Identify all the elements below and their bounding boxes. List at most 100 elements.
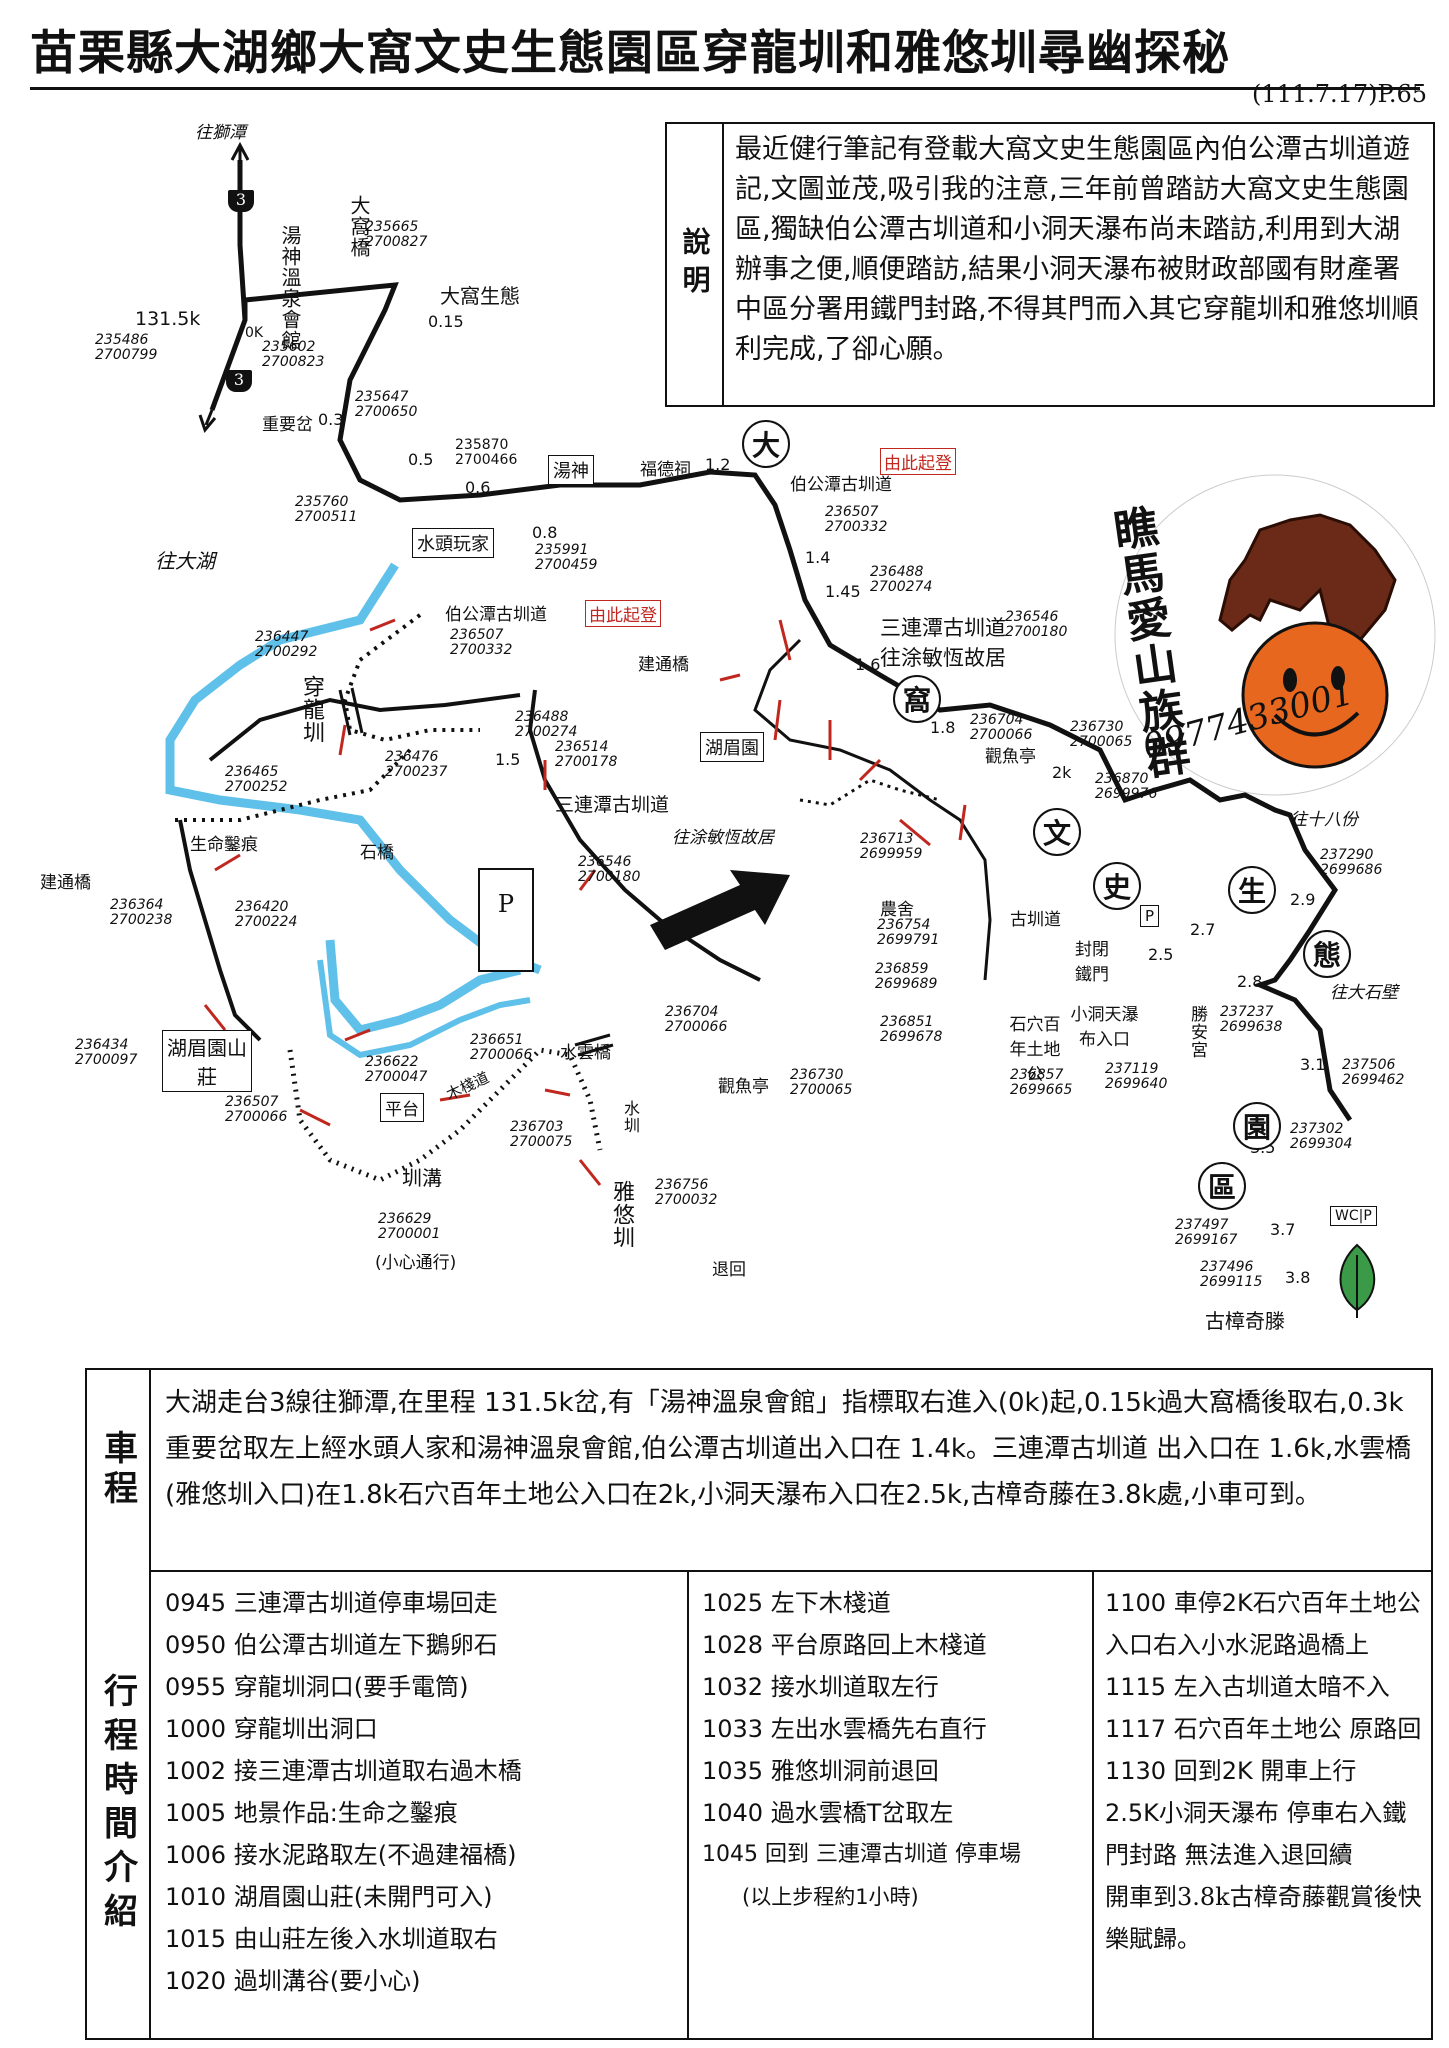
km-1-2: 1.2 bbox=[705, 455, 731, 474]
circle-char-wo: 窩 bbox=[893, 675, 941, 723]
schedule-label: 行程時間介紹 bbox=[87, 1570, 151, 2040]
inset-road-upper bbox=[208, 693, 521, 762]
schedule-column-2: 1025 左下木棧道 1028 平台原路回上木棧道 1032 接水圳道取左行 1… bbox=[702, 1582, 1092, 1918]
km-1-8: 1.8 bbox=[930, 718, 956, 737]
club-logo bbox=[1114, 474, 1436, 796]
circle-char-tai: 態 bbox=[1303, 930, 1351, 978]
km-1-6: 1.6 bbox=[855, 655, 881, 674]
label-start-climb-1: 由此起登 bbox=[880, 448, 956, 475]
inset-coord-9: 236420 2700224 bbox=[235, 899, 298, 930]
circle-char-qu: 區 bbox=[1198, 1162, 1246, 1210]
schedule-item: 1045 回到 三連潭古圳道 停車場 bbox=[702, 1842, 1021, 1867]
circle-char-yuan: 園 bbox=[1233, 1102, 1281, 1150]
circle-char-da: 大 bbox=[742, 420, 790, 468]
km-0: 0K bbox=[245, 325, 264, 341]
coord-trail-1: 236859 2699689 bbox=[875, 961, 938, 992]
schedule-item: 1015 由山莊左後入水圳道取右 bbox=[165, 1925, 498, 1953]
inset-coord-1: 236447 2700292 bbox=[255, 629, 318, 660]
label-fish-pavilion-top: 觀魚亭 bbox=[985, 747, 1036, 767]
coord-tangshen: 235870 2700466 bbox=[455, 437, 518, 468]
schedule-item: 1040 過水雲橋T岔取左 bbox=[702, 1799, 954, 1827]
km-2-5: 2.5 bbox=[1148, 945, 1174, 964]
coord-3-8: 237496 2699115 bbox=[1200, 1259, 1263, 1290]
label-important-fork: 重要岔 bbox=[262, 415, 313, 435]
label-old-camphor-vine: 古樟奇滕 bbox=[1205, 1309, 1285, 1333]
inset-jiantong-bridge-2: 建通橋 bbox=[638, 655, 689, 675]
inset-coord-18: 236629 2700001 bbox=[378, 1211, 441, 1242]
inset-coord-5: 236465 2700252 bbox=[225, 764, 288, 795]
label-shengan-temple: 勝安宮 bbox=[1187, 1005, 1207, 1059]
km-2k: 2k bbox=[1052, 763, 1072, 782]
label-dawo-ecology: 大窩生態 bbox=[440, 284, 520, 308]
inset-chuanlong-canal: 穿龍圳 bbox=[299, 675, 324, 744]
inset-platform: 平台 bbox=[380, 1093, 424, 1122]
inset-shuiyun-bridge: 水雲橋 bbox=[560, 1043, 611, 1063]
inset-coord-17: 236756 2700032 bbox=[655, 1177, 718, 1208]
schedule-item: 1130 回到2K 開車上行 bbox=[1105, 1757, 1357, 1785]
coord-stone-god: 236857 2699665 bbox=[1010, 1067, 1073, 1098]
schedule-item: 1032 接水圳道取左行 bbox=[702, 1673, 939, 1701]
inset-start-climb: 由此起登 bbox=[585, 600, 661, 627]
schedule-item: 1035 雅悠圳洞前退回 bbox=[702, 1757, 939, 1785]
right-inset-trail bbox=[753, 638, 992, 981]
inset-sanliantan-trail: 三連潭古圳道 bbox=[555, 794, 670, 816]
inset-yayou-canal: 雅悠圳 bbox=[609, 1180, 634, 1249]
coord-3-1: 237506 2699462 bbox=[1342, 1057, 1405, 1088]
smiley-face-icon bbox=[1241, 621, 1389, 769]
inset-bogongtan-trail: 伯公潭古圳道 bbox=[445, 605, 547, 625]
inset-coord-3: 236488 2700274 bbox=[515, 709, 578, 740]
river-2 bbox=[317, 959, 531, 1059]
coord-dawo-bridge: 235665 2700827 bbox=[365, 219, 428, 250]
inset-coord-14: 236704 2700066 bbox=[665, 1004, 728, 1035]
label-stone-cave-god: 石穴百年土地公 bbox=[1009, 1015, 1061, 1085]
coord-0-8: 235991 2700459 bbox=[535, 542, 598, 573]
km-0-15: 0.15 bbox=[428, 312, 464, 331]
inset-coord-2: 236507 2700332 bbox=[450, 627, 513, 658]
coord-farmhouse: 236754 2699791 bbox=[877, 917, 940, 948]
schedule-item: 1005 地景作品:生命之鑿痕 bbox=[165, 1799, 458, 1827]
coord-0-15: 235602 2700823 bbox=[262, 339, 325, 370]
description-text: 最近健行筆記有登載大窩文史生態園區內伯公潭古圳道遊記,文圖並茂,吸引我的注意,三… bbox=[735, 134, 1419, 365]
schedule-column-3: 1100 車停2K石穴百年土地公入口右入小水泥路過橋上 1115 左入古圳道太暗… bbox=[1105, 1582, 1425, 1960]
schedule-item: 1010 湖眉園山莊(未開門可入) bbox=[165, 1883, 493, 1911]
circle-char-wen: 文 bbox=[1033, 808, 1081, 856]
label-tangshen: 湯神 bbox=[548, 455, 594, 485]
label-hot-spring-hotel: 湯神溫泉會館 bbox=[278, 225, 302, 351]
description-box: 說明 最近健行筆記有登載大窩文史生態園區內伯公潭古圳道遊記,文圖並茂,吸引我的注… bbox=[665, 122, 1435, 407]
inset-turn-back: 退回 bbox=[712, 1260, 746, 1280]
schedule-item: 開車到3.8k古樟奇藤觀賞後快樂賦歸。 bbox=[1105, 1883, 1422, 1953]
km-1-5: 1.5 bbox=[495, 750, 521, 769]
inset-coord-13: 236651 2700066 bbox=[470, 1032, 533, 1063]
route-label: 車程 bbox=[87, 1370, 151, 1570]
inset-road bbox=[527, 689, 761, 982]
route-3-shield-north: 3 bbox=[228, 190, 254, 212]
coord-3-5: 237302 2699304 bbox=[1290, 1121, 1353, 1152]
inset-jiantong-bridge: 建通橋 bbox=[40, 873, 91, 893]
coord-2-5: 237119 2699640 bbox=[1105, 1061, 1168, 1092]
direction-big-arrow bbox=[650, 870, 790, 950]
inset-careful-pass: (小心通行) bbox=[375, 1253, 457, 1273]
column-divider-1 bbox=[687, 1570, 689, 2040]
arrow-to-dahu bbox=[198, 409, 217, 434]
parking-icon: P bbox=[497, 890, 515, 918]
circle-char-sheng: 生 bbox=[1228, 866, 1276, 914]
coord-river-loop: 236713 2699959 bbox=[860, 831, 923, 862]
inset-coord-7: 236546 2700180 bbox=[578, 854, 641, 885]
schedule-item: 1100 車停2K石穴百年土地公入口右入小水泥路過橋上 bbox=[1105, 1589, 1421, 1659]
description-label: 說明 bbox=[667, 124, 724, 405]
schedule-item: 0945 三連潭古圳道停車場回走 bbox=[165, 1589, 498, 1617]
inset-fish-pavilion: 觀魚亭 bbox=[718, 1077, 769, 1097]
label-to-lion-pool: 往獅潭 bbox=[195, 123, 246, 143]
schedule-column-1: 0945 三連潭古圳道停車場回走 0950 伯公潭古圳道左下鵝卵石 0955 穿… bbox=[165, 1582, 685, 2002]
label-cave-waterfall-entrance: 小洞天瀑布入口 bbox=[1070, 1005, 1139, 1050]
label-old-canal-trail: 古圳道 bbox=[1010, 910, 1061, 930]
label-sanliantan-trail-top: 三連潭古圳道 bbox=[880, 616, 1006, 640]
arrow-to-lion-pool bbox=[230, 141, 250, 161]
bridges bbox=[338, 687, 614, 1057]
route-divider bbox=[151, 1570, 1433, 1572]
label-water-head-house: 水頭玩家 bbox=[412, 528, 494, 558]
km-2-9: 2.9 bbox=[1290, 890, 1316, 909]
inset-humei-garden: 湖眉園 bbox=[700, 732, 764, 762]
km-0-3: 0.3 bbox=[318, 410, 344, 429]
parking-p: P bbox=[1140, 905, 1160, 927]
